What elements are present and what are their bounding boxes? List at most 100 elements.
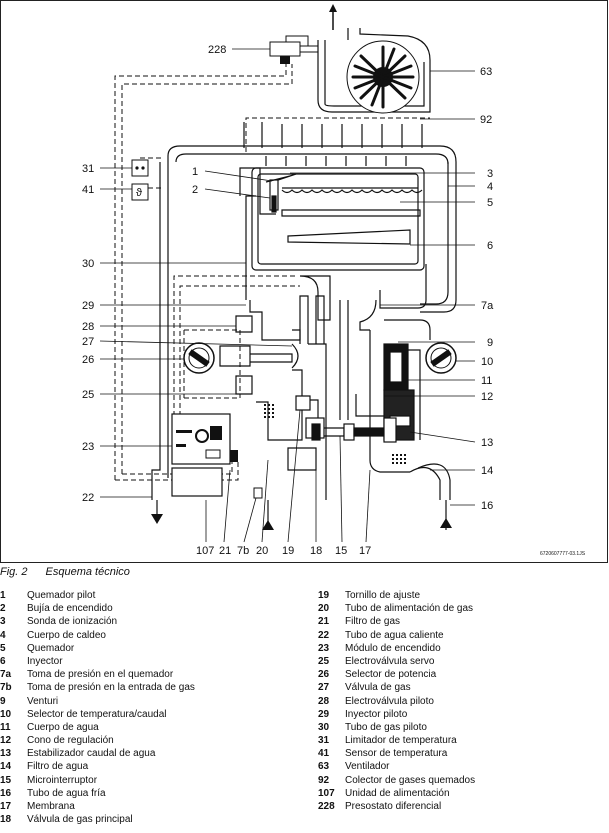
legend-item-label: Cono de regulación — [27, 735, 114, 747]
legend-item-label: Filtro de agua — [27, 761, 89, 773]
callout-228: 228 — [208, 44, 226, 56]
legend-item-number: 17 — [0, 801, 12, 812]
legend-item: 15 Microinterruptor — [0, 774, 195, 787]
callout-29: 29 — [82, 300, 94, 312]
callout-15: 15 — [335, 545, 347, 557]
legend-item-number: 4 — [0, 629, 6, 641]
callout-22: 22 — [82, 492, 94, 504]
ignition-module — [171, 413, 238, 465]
callout-1: 1 — [192, 166, 198, 178]
callout-107: 107 — [196, 545, 214, 557]
power-selector-dial-icon — [183, 342, 215, 374]
legend-item: 10 Selector de temperatura/caudal — [0, 708, 195, 721]
legend-item-label: Colector de gases quemados — [345, 774, 476, 786]
callout-9: 9 — [487, 337, 493, 349]
callout-20: 20 — [256, 545, 268, 557]
diagram-frame — [0, 0, 608, 563]
main-gas-valve — [287, 395, 397, 471]
legend-item: 13 Estabilizador caudal de agua — [0, 747, 195, 760]
legend-item-number: 10 — [0, 708, 12, 720]
legend-item-number: 92 — [318, 774, 330, 786]
callout-26: 26 — [82, 354, 94, 366]
legend-item-label: Ventilador — [345, 761, 390, 773]
water-filter-icon — [392, 454, 406, 464]
callout-5: 5 — [487, 197, 493, 209]
legend-item-label: Membrana — [27, 801, 75, 812]
legend-item-label: Estabilizador caudal de agua — [27, 748, 156, 760]
legend-item-label: Selector de temperatura/caudal — [27, 708, 167, 720]
figure-title: Esquema técnico — [45, 566, 130, 578]
callout-6: 6 — [487, 240, 493, 252]
legend-item-number: 28 — [318, 695, 330, 707]
legend-item-number: 19 — [318, 590, 330, 601]
callout-31: 31 — [82, 163, 94, 175]
legend-item-label: Inyector — [27, 655, 63, 667]
power-supply-unit — [171, 467, 223, 497]
legend-item-label: Bujía de encendido — [27, 603, 113, 615]
callout-7a: 7a — [481, 300, 494, 312]
callout-19: 19 — [282, 545, 294, 557]
callout-4: 4 — [487, 181, 493, 193]
legend-item-label: Tubo de alimentación de gas — [345, 603, 474, 615]
legend-item-label: Tubo de gas piloto — [345, 721, 427, 733]
legend-item-number: 11 — [0, 721, 11, 733]
legend-item-label: Microinterruptor — [27, 774, 98, 786]
callout-63: 63 — [480, 66, 492, 78]
legend-item: 17 Membrana — [0, 800, 195, 813]
legend-item-number: 13 — [0, 748, 12, 760]
callout-23: 23 — [82, 441, 94, 453]
callout-11: 11 — [481, 375, 492, 387]
legend-item-label: Cuerpo de caldeo — [27, 629, 106, 641]
cold-water-inlet-arrow — [440, 500, 452, 530]
legend-item-number: 18 — [0, 814, 12, 826]
differential-pressostat-icon — [269, 35, 318, 64]
legend-item-label: Selector de potencia — [345, 669, 437, 681]
callout-7b: 7b — [237, 545, 249, 557]
callout-27: 27 — [82, 336, 94, 348]
legend-item-number: 6 — [0, 655, 6, 667]
legend-item-number: 107 — [318, 787, 335, 799]
callout-10: 10 — [481, 356, 493, 368]
gas-filter-icon — [264, 404, 274, 418]
legend-item-number: 14 — [0, 761, 12, 773]
gas-inlet-arrow — [262, 500, 274, 530]
fan-icon — [346, 40, 420, 114]
legend-item-number: 27 — [318, 682, 330, 694]
callout-25: 25 — [82, 389, 94, 401]
legend-item-number: 16 — [0, 787, 12, 799]
legend-item-number: 15 — [0, 774, 12, 786]
callout-28: 28 — [82, 321, 94, 333]
legend-item-number: 25 — [318, 655, 330, 667]
legend-item-label: Tubo de agua fría — [27, 787, 106, 799]
legend-item-label: Limitador de temperatura — [345, 735, 457, 747]
temperature-sensor-icon: ϑ — [131, 183, 149, 201]
legend-item-number: 3 — [0, 616, 6, 628]
callout-18: 18 — [310, 545, 322, 557]
technical-diagram: ϑ — [0, 0, 608, 563]
flue-collector — [243, 122, 423, 166]
legend-item-label: Tubo de agua caliente — [345, 629, 444, 641]
legend-item-number: 7b — [0, 682, 12, 694]
legend-item-label: Filtro de gas — [345, 616, 401, 628]
legend-item: 31 Limitador de temperatura — [318, 734, 475, 747]
legend-item-number: 31 — [318, 735, 330, 747]
